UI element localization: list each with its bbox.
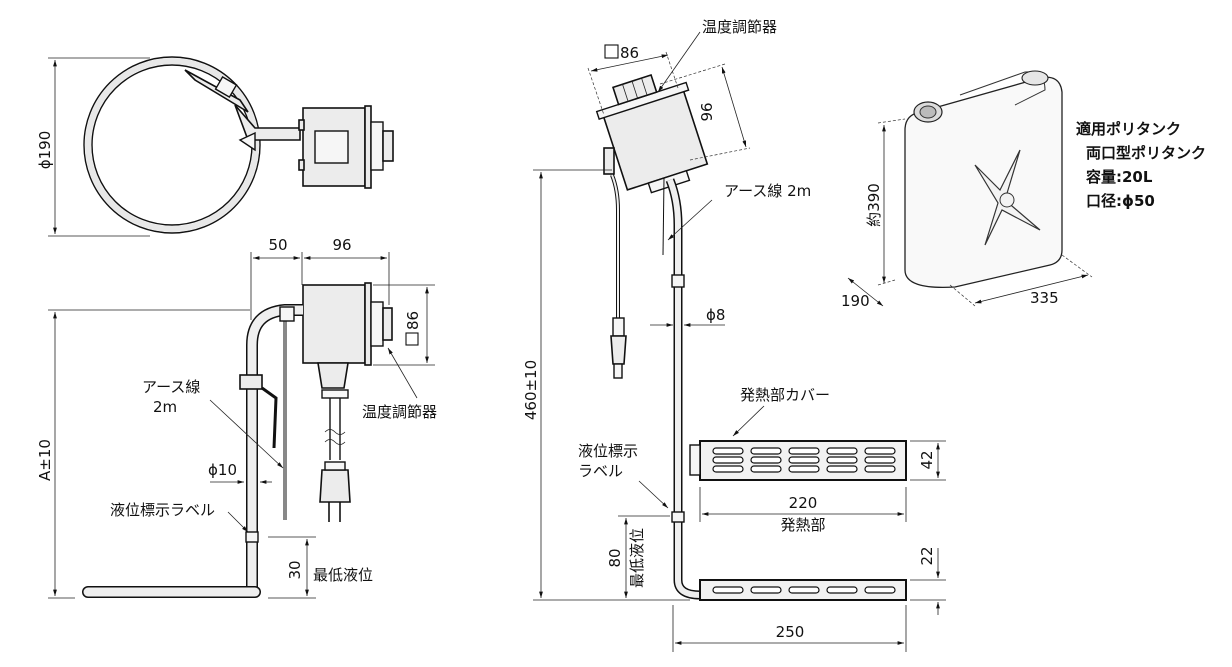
heater-slot [788,465,820,473]
offset-dim-label: 50 [268,236,287,254]
tank-width-label: 335 [1030,289,1059,307]
center-pipe-diameter-label: ϕ8 [706,306,725,324]
base-height-label: 22 [918,546,936,565]
heater-slot [712,586,744,594]
tank-spec-mouth: 口径:ϕ50 [1086,192,1155,210]
heater-slot [788,456,820,464]
heater-slot [750,465,782,473]
earth-wire-label-line1: アース線 [142,378,200,396]
heater-pipe [82,304,303,598]
tank-spec-title: 適用ポリタンク [1076,120,1181,138]
heater-perspective-view: 86 96 温度調節器 アース線 2m ϕ8 460±10 [522,18,946,652]
heater-cover [689,440,907,481]
total-height-label: 460±10 [522,360,540,420]
heater-slot [826,586,858,594]
controller-perspective [595,73,709,194]
heater-slot [788,447,820,455]
center-square-dim-label: 86 [620,44,639,62]
heater-slot [864,456,896,464]
tank-spec-type: 両口型ポリタンク [1086,144,1206,162]
center-controller-label: 温度調節器 [702,18,777,36]
ring-top-view: ϕ190 [36,56,394,237]
heater-slot [864,465,896,473]
heater-slot [826,456,858,464]
heater-side-view: 50 96 [36,236,437,599]
heater-base [699,579,907,601]
heater-slot [750,586,782,594]
level-label-marker [245,531,259,543]
height-label: A±10 [36,439,54,481]
center-height-dim-label: 96 [698,102,716,121]
center-earth-wire-label: アース線 2m [724,182,811,200]
heater-cover-label: 発熱部カバー [740,386,830,404]
square-dim-label: 86 [404,311,422,330]
heater-slot [864,586,896,594]
heater-slot [864,447,896,455]
heater-slot [712,465,744,473]
center-level-label-line1: 液位標示 [578,442,638,460]
controller-side [302,282,393,522]
heater-slot [750,456,782,464]
clamp-arm [184,69,301,152]
earth-wire-label-line2: 2m [153,398,177,416]
heater-length-label: 220 [789,494,818,512]
min-level-label: 最低液位 [313,566,373,584]
poly-tank: 約390 190 335 適用ポリタンク 両口型ポリタンク 容量:20L 口径:… [841,70,1206,310]
cover-height-label: 42 [918,450,936,469]
power-plug [319,469,351,503]
heater-slot [826,465,858,473]
ring-outer [83,56,261,234]
tank-spec-capacity: 容量:20L [1085,168,1153,186]
min-level-value: 30 [286,560,304,579]
controller-label: 温度調節器 [362,403,437,421]
width-dim-label: 96 [332,236,351,254]
level-label-text: 液位標示ラベル [110,501,215,519]
heater-slot [712,447,744,455]
center-level-marker [671,511,685,523]
center-min-level-label: 最低液位 [628,528,646,588]
tank-depth-label: 190 [841,292,870,310]
tank-height-label: 約390 [865,183,883,227]
center-level-label-line2: ラベル [578,462,623,480]
center-power-plug [610,335,627,365]
heater-slot [750,447,782,455]
heater-slot [712,456,744,464]
ring-diameter-label: ϕ190 [36,131,54,170]
heater-slot [788,586,820,594]
heater-label: 発熱部 [780,516,825,534]
heater-slot [826,447,858,455]
total-length-label: 250 [776,623,805,641]
controller-top [298,105,394,189]
pipe-diameter-label: ϕ10 [208,461,237,479]
center-min-level-value: 80 [606,548,624,567]
